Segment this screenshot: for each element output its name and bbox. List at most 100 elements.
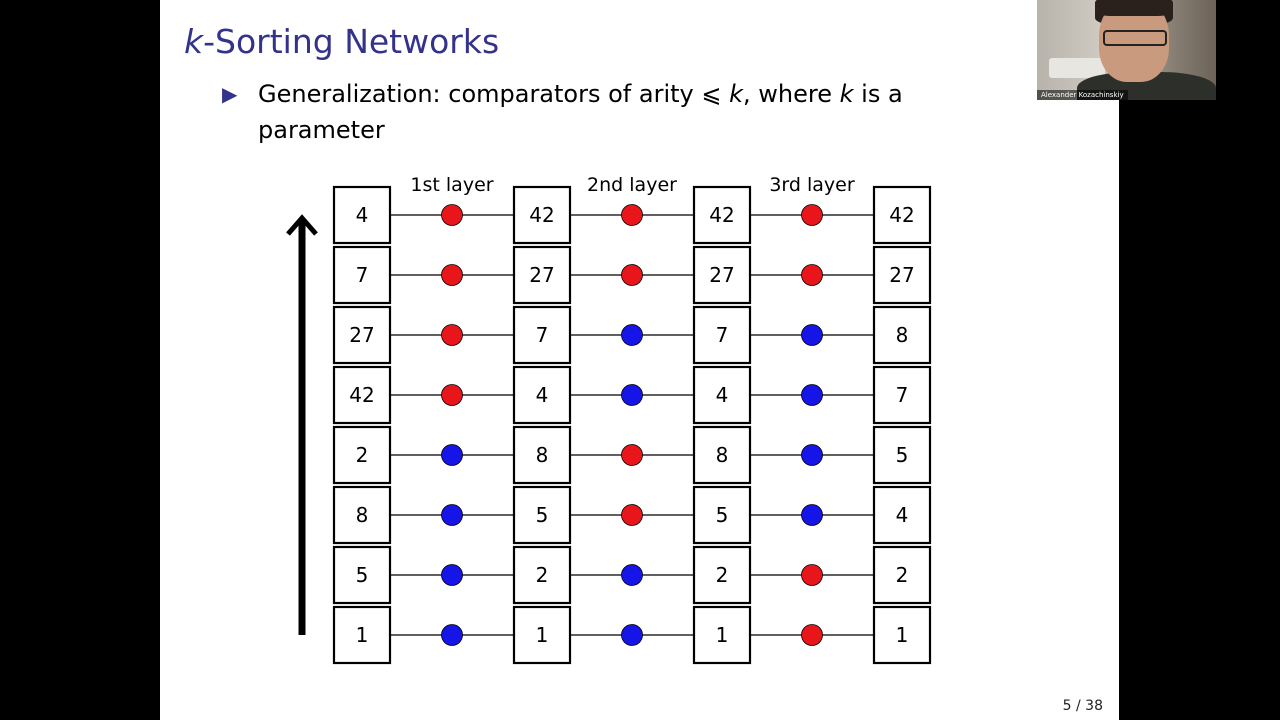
comparator-dot-blue <box>441 624 463 646</box>
value-label: 7 <box>896 383 909 407</box>
bullet-triangle-icon: ▶ <box>222 82 238 106</box>
comparator-dot-blue <box>801 504 823 526</box>
value-box <box>332 185 392 245</box>
value-label: 7 <box>356 263 369 287</box>
value-label: 1 <box>896 623 909 647</box>
value-box <box>332 605 392 665</box>
value-box <box>872 365 932 425</box>
comparator-dot-blue <box>441 564 463 586</box>
value-box <box>872 545 932 605</box>
layer-label: 3rd layer <box>769 174 855 196</box>
comparator-dot-red <box>621 264 643 286</box>
value-box <box>332 365 392 425</box>
value-box <box>692 605 752 665</box>
value-label: 27 <box>349 323 374 347</box>
value-label: 42 <box>709 203 734 227</box>
comparator-dot-blue <box>621 324 643 346</box>
value-box <box>692 545 752 605</box>
value-label: 42 <box>889 203 914 227</box>
value-box <box>692 425 752 485</box>
comparator-dot-red <box>801 204 823 226</box>
value-label: 42 <box>529 203 554 227</box>
value-box <box>512 425 572 485</box>
slide-title: k-Sorting Networks <box>184 22 499 61</box>
bullet-text: Generalization: comparators of arity ⩽ k… <box>258 76 958 148</box>
value-label: 8 <box>716 443 729 467</box>
comparator-dot-red <box>441 264 463 286</box>
value-box <box>692 485 752 545</box>
glasses-icon <box>1103 30 1167 46</box>
value-box <box>872 605 932 665</box>
value-box <box>512 605 572 665</box>
value-label: 27 <box>529 263 554 287</box>
value-box <box>332 245 392 305</box>
value-label: 7 <box>716 323 729 347</box>
title-text: -Sorting Networks <box>203 22 500 61</box>
comparator-dot-blue <box>801 444 823 466</box>
value-box <box>872 245 932 305</box>
value-label: 4 <box>536 383 549 407</box>
value-box <box>332 485 392 545</box>
webcam-thumbnail: Alexander Kozachinskiy <box>1037 0 1216 100</box>
comparator-dot-blue <box>801 324 823 346</box>
value-label: 1 <box>536 623 549 647</box>
value-box <box>512 485 572 545</box>
bullet-line-1: Generalization: comparators of arity ⩽ k… <box>258 80 903 108</box>
comparator-dot-blue <box>621 564 643 586</box>
value-box <box>872 185 932 245</box>
value-box <box>332 545 392 605</box>
value-label: 5 <box>536 503 549 527</box>
comparator-dot-red <box>441 204 463 226</box>
value-label: 7 <box>536 323 549 347</box>
value-label: 8 <box>896 323 909 347</box>
comparator-dot-red <box>621 504 643 526</box>
bullet-point: ▶ Generalization: comparators of arity ⩽… <box>222 76 958 148</box>
value-label: 2 <box>896 563 909 587</box>
value-box <box>692 185 752 245</box>
comparator-dot-blue <box>801 384 823 406</box>
value-label: 4 <box>896 503 909 527</box>
value-box <box>872 305 932 365</box>
value-box <box>692 245 752 305</box>
comparator-dot-red <box>621 444 643 466</box>
page-number: 5 / 38 <box>1062 698 1103 714</box>
value-box <box>872 425 932 485</box>
value-label: 2 <box>716 563 729 587</box>
value-label: 8 <box>356 503 369 527</box>
value-label: 2 <box>356 443 369 467</box>
value-box <box>512 305 572 365</box>
value-box <box>692 365 752 425</box>
value-box <box>512 185 572 245</box>
comparator-dot-red <box>441 324 463 346</box>
comparator-dot-blue <box>441 504 463 526</box>
value-box <box>332 305 392 365</box>
value-label: 1 <box>716 623 729 647</box>
value-label: 1 <box>356 623 369 647</box>
webcam-name-label: Alexander Kozachinskiy <box>1037 90 1128 100</box>
comparator-dot-blue <box>441 444 463 466</box>
title-k: k <box>184 22 204 61</box>
value-label: 42 <box>349 383 374 407</box>
value-box <box>512 365 572 425</box>
value-label: 5 <box>716 503 729 527</box>
value-box <box>692 305 752 365</box>
value-label: 27 <box>709 263 734 287</box>
value-label: 4 <box>716 383 729 407</box>
value-label: 5 <box>896 443 909 467</box>
comparator-dot-blue <box>621 624 643 646</box>
value-label: 8 <box>536 443 549 467</box>
value-box <box>872 485 932 545</box>
value-label: 2 <box>536 563 549 587</box>
value-box <box>512 245 572 305</box>
value-label: 5 <box>356 563 369 587</box>
value-box <box>512 545 572 605</box>
value-label: 27 <box>889 263 914 287</box>
comparator-dot-red <box>441 384 463 406</box>
comparator-dot-red <box>801 564 823 586</box>
comparator-dot-blue <box>621 384 643 406</box>
value-label: 4 <box>356 203 369 227</box>
comparator-dot-red <box>621 204 643 226</box>
value-box <box>332 425 392 485</box>
comparator-dot-red <box>801 264 823 286</box>
